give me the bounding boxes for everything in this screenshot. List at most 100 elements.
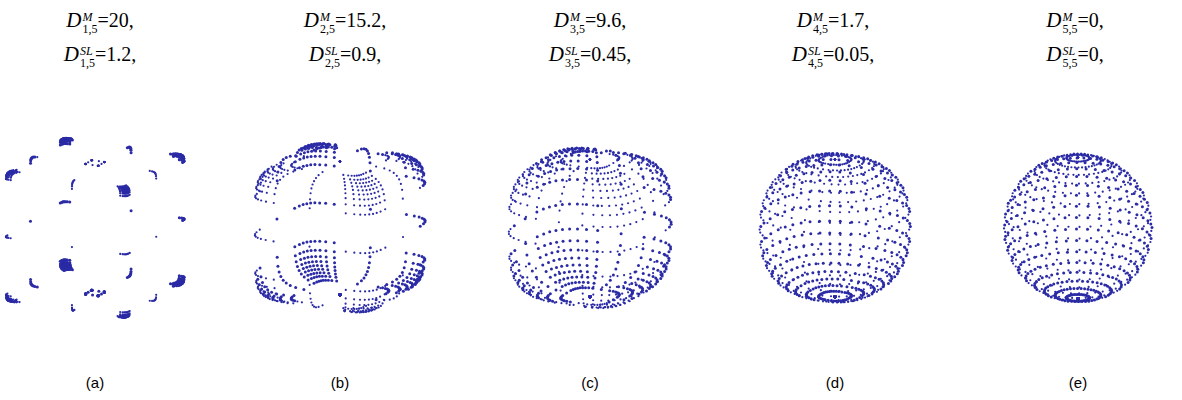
surface-point bbox=[555, 155, 557, 157]
surface-point bbox=[607, 197, 609, 199]
surface-point bbox=[637, 173, 639, 175]
surface-point bbox=[381, 153, 384, 156]
surface-point bbox=[405, 155, 408, 158]
surface-point bbox=[333, 250, 336, 253]
surface-point bbox=[612, 162, 614, 164]
surface-point bbox=[357, 310, 359, 312]
surface-point bbox=[302, 242, 305, 245]
surface-point bbox=[545, 156, 548, 159]
surface-point bbox=[619, 175, 621, 177]
surface-point bbox=[396, 295, 398, 297]
surface-point bbox=[259, 229, 261, 231]
surface-point bbox=[615, 183, 617, 185]
surface-point bbox=[583, 189, 585, 191]
surface-point bbox=[353, 204, 355, 206]
surface-point bbox=[395, 152, 398, 155]
surface-point bbox=[311, 260, 314, 263]
surface-point bbox=[535, 162, 538, 165]
surface-point bbox=[614, 196, 616, 198]
surface-point bbox=[577, 154, 580, 157]
surface-point bbox=[302, 156, 305, 159]
surface-point bbox=[421, 217, 424, 220]
surface-point bbox=[344, 303, 346, 305]
surface-point bbox=[365, 177, 367, 179]
surface-point bbox=[552, 156, 555, 159]
surface-point bbox=[330, 146, 333, 149]
surface-point bbox=[317, 174, 319, 176]
surface-point bbox=[100, 292, 103, 295]
surface-point bbox=[360, 174, 362, 176]
surface-point bbox=[566, 164, 568, 166]
surface-point bbox=[400, 183, 402, 185]
surface-point bbox=[275, 292, 278, 295]
surface-point bbox=[343, 178, 345, 180]
surface-point bbox=[418, 270, 421, 273]
surface-point bbox=[528, 173, 531, 176]
surface-point bbox=[299, 258, 302, 261]
surface-point bbox=[342, 307, 344, 309]
surface-point bbox=[617, 189, 619, 191]
surface-point bbox=[279, 179, 281, 181]
surface-point bbox=[598, 184, 600, 186]
surface-point bbox=[566, 150, 569, 153]
surface-point bbox=[395, 278, 398, 281]
surface-point bbox=[269, 298, 271, 300]
surface-point bbox=[375, 298, 378, 301]
surface-point bbox=[380, 305, 382, 307]
surface-point bbox=[594, 149, 597, 152]
surface-point bbox=[265, 277, 267, 279]
surface-point bbox=[278, 165, 281, 168]
surface-point bbox=[603, 172, 605, 174]
surface-point bbox=[313, 180, 315, 182]
surface-point bbox=[372, 213, 374, 215]
surface-point bbox=[368, 261, 371, 264]
surface-point bbox=[313, 306, 315, 308]
surface-point bbox=[375, 197, 377, 199]
surface-point bbox=[371, 309, 373, 311]
surface-point bbox=[29, 162, 32, 165]
surface-point bbox=[365, 181, 367, 183]
surface-point bbox=[265, 175, 267, 177]
surface-point bbox=[312, 272, 315, 275]
surface-point bbox=[306, 250, 309, 253]
surface-point bbox=[178, 158, 181, 161]
surface-point bbox=[573, 147, 576, 150]
surface-point bbox=[569, 159, 572, 162]
surface-point bbox=[327, 279, 330, 282]
surface-point bbox=[275, 218, 278, 221]
surface-point bbox=[406, 280, 409, 283]
surface-point bbox=[378, 301, 380, 303]
surface-point bbox=[344, 188, 346, 190]
surface-point bbox=[353, 252, 355, 254]
surface-point bbox=[518, 183, 520, 185]
surface-point bbox=[315, 177, 317, 179]
surface-point bbox=[402, 236, 404, 238]
surface-point bbox=[309, 202, 312, 205]
surface-point bbox=[367, 266, 370, 269]
surface-point bbox=[273, 287, 275, 289]
surface-point bbox=[636, 190, 638, 192]
surface-point bbox=[342, 174, 344, 176]
surface-point bbox=[270, 166, 272, 168]
surface-point bbox=[314, 249, 317, 252]
surface-point bbox=[407, 163, 409, 165]
surface-point bbox=[571, 147, 574, 150]
surface-point bbox=[623, 165, 625, 167]
surface-point bbox=[319, 271, 322, 274]
surface-point bbox=[652, 164, 655, 167]
surface-point bbox=[369, 208, 372, 211]
surface-point bbox=[622, 187, 624, 189]
surface-point bbox=[319, 255, 322, 258]
surface-point bbox=[362, 173, 364, 175]
surface-point bbox=[396, 175, 398, 177]
surface-point bbox=[102, 290, 105, 293]
surface-point bbox=[367, 185, 369, 187]
surface-point bbox=[385, 159, 387, 161]
surface-point bbox=[333, 165, 336, 168]
surface-point bbox=[308, 246, 310, 248]
surface-point bbox=[351, 308, 353, 310]
surface-point bbox=[119, 192, 121, 194]
surface-point bbox=[593, 167, 595, 169]
surface-point bbox=[375, 307, 377, 309]
surface-point bbox=[526, 178, 528, 180]
